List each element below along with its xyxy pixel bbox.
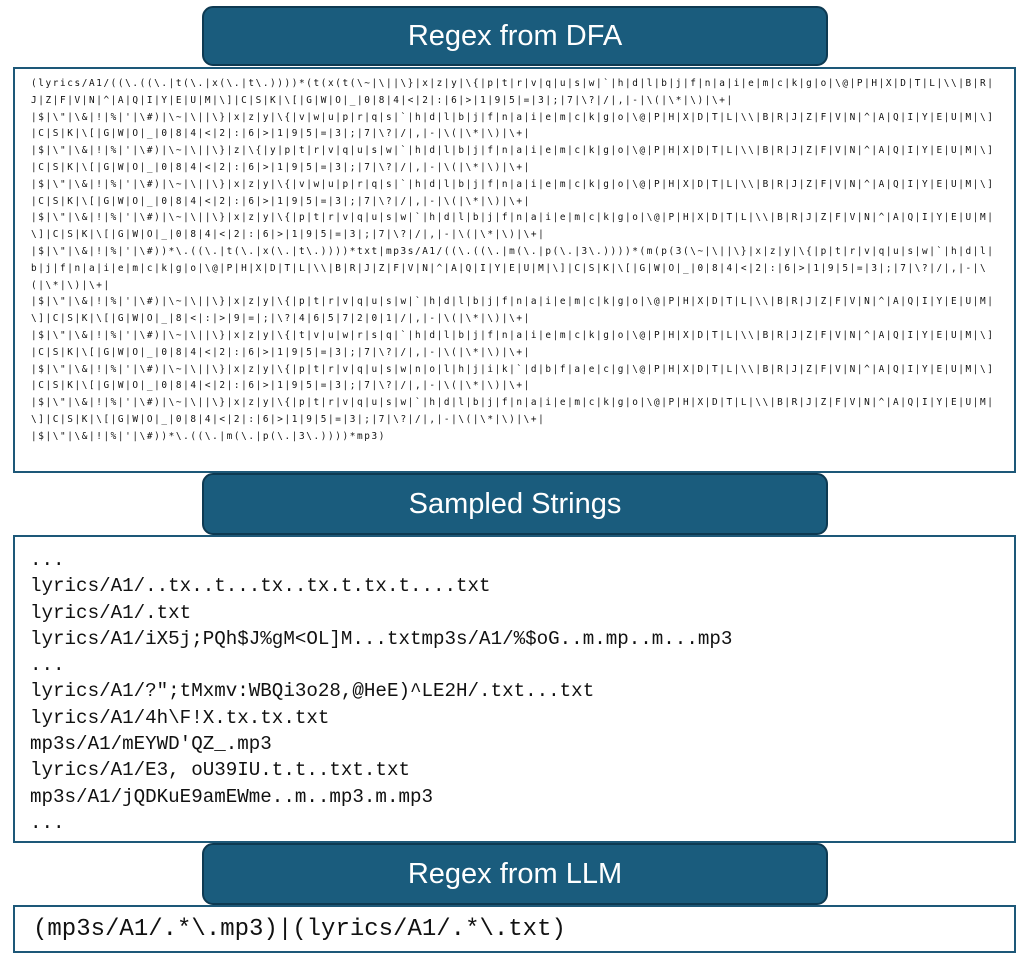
- samples-section-header: Sampled Strings: [202, 473, 828, 535]
- sampled-string: lyrics/A1/E3, oU39IU.t.t..txt.txt: [30, 759, 410, 782]
- sampled-string: lyrics/A1/iX5j;PQh$J%gM<OL]M...txtmp3s/A…: [30, 627, 733, 650]
- sampled-string: ...: [30, 549, 65, 571]
- sampled-string: ...: [30, 654, 65, 677]
- dfa-section-header: Regex from DFA: [202, 6, 828, 66]
- llm-regex-panel: (mp3s/A1/.*\.mp3)|(lyrics/A1/.*\.txt): [13, 905, 1016, 953]
- sampled-string: mp3s/A1/mEYWD'QZ_.mp3: [30, 733, 272, 756]
- sampled-string: lyrics/A1/?";tMxmv:WBQi3o28,@HeE)^LE2H/.…: [30, 680, 595, 703]
- sampled-string: lyrics/A1/4h\F!X.tx.tx.txt: [30, 706, 330, 729]
- dfa-regex-text: (lyrics/A1/((\.((\.|t(\.|x(\.|t\.))))*(t…: [31, 78, 995, 442]
- sampled-string: lyrics/A1/.txt: [30, 601, 192, 624]
- sampled-string: mp3s/A1/jQDKuE9amEWme..m..mp3.m.mp3: [30, 785, 434, 808]
- samples-section-title: Sampled Strings: [408, 487, 622, 520]
- sampled-string: ...: [30, 811, 65, 834]
- dfa-section-title: Regex from DFA: [407, 19, 623, 52]
- sampled-strings-panel: ... lyrics/A1/..tx..t...tx..tx.t.tx.t...…: [13, 535, 1016, 843]
- llm-section-header: Regex from LLM: [202, 843, 828, 905]
- sampled-string: lyrics/A1/..tx..t...tx..tx.t.tx.t....txt: [30, 575, 491, 598]
- llm-regex-text: (mp3s/A1/.*\.mp3)|(lyrics/A1/.*\.txt): [33, 915, 566, 943]
- dfa-regex-panel: (lyrics/A1/((\.((\.|t(\.|x(\.|t\.))))*(t…: [13, 67, 1016, 473]
- llm-section-title: Regex from LLM: [407, 857, 623, 890]
